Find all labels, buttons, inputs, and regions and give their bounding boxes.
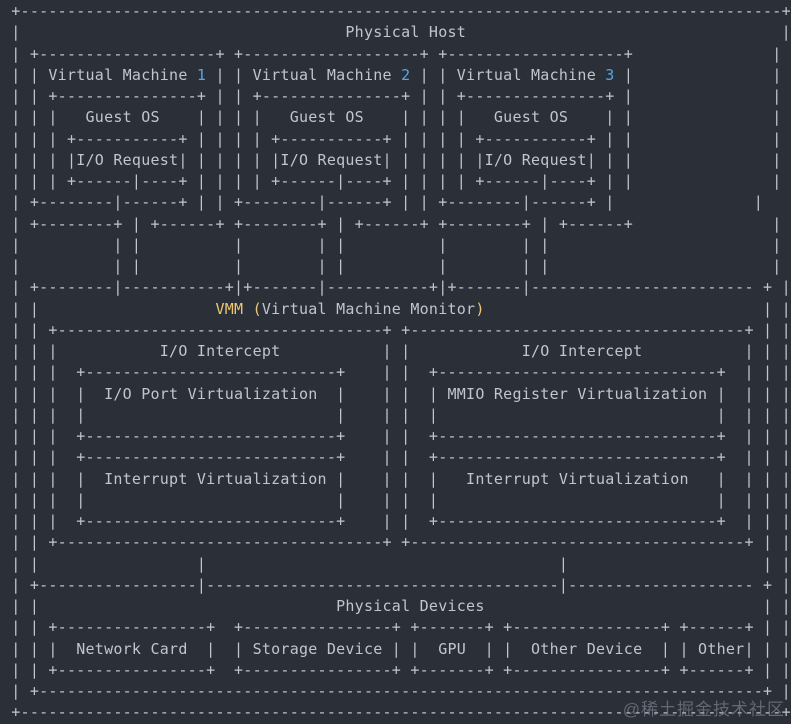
ascii-art-row: | | | | Interrupt Virtualization | | | |…: [2, 469, 791, 488]
ascii-art-row: | | | | | | | | | |: [2, 257, 782, 275]
ascii-art-row: | +--------|------+ | | +--------|------…: [2, 193, 764, 212]
ascii-art-row: | | | | | | | | | |: [2, 235, 782, 254]
ascii-art-row: | | | +---------------------------+ | | …: [2, 512, 791, 530]
highlight: ): [475, 299, 485, 318]
ascii-art-row: | Physical Host |: [2, 23, 791, 42]
ascii-art-row: +---------------------------------------…: [2, 703, 791, 722]
ascii-art-row: | | | Network Card | | Storage Device | …: [2, 639, 791, 658]
ascii-art-row: | | | | | |: [2, 554, 791, 573]
ascii-art-row: | | | +------|----+ | | | | +------|----…: [2, 172, 782, 190]
highlight: VMM (: [215, 299, 262, 318]
ascii-art-row: +---------------------------------------…: [2, 2, 791, 20]
ascii-art-row: | | +-----------------------------------…: [2, 320, 791, 339]
ascii-art-row: | +-------------------+ +---------------…: [2, 44, 782, 63]
watermark: @稀土掘金技术社区: [622, 700, 785, 719]
ascii-art-row: | | +----------------+ +----------------…: [2, 660, 791, 679]
ascii-art-row: | | Physical Devices | |: [2, 597, 791, 615]
ascii-art-row: | | | +-----------+ | | | | +-----------…: [2, 129, 782, 148]
ascii-art-row: | | | | | | | | | | | |: [2, 405, 791, 424]
ascii-art-row: | | +-----------------------------------…: [2, 533, 791, 552]
ascii-art-row: | +--------|-----------+|+-------|------…: [2, 278, 791, 297]
highlight: 3: [605, 65, 615, 84]
ascii-art-row: | | +---------------+ | | +-------------…: [2, 87, 782, 105]
ascii-art-row: | | +----------------+ +----------------…: [2, 618, 791, 637]
ascii-art-row: | | VMM (Virtual Machine Monitor) | |: [2, 299, 791, 318]
ascii-art-row: | | | +---------------------------+ | | …: [2, 363, 791, 382]
ascii-art-row: | | | +---------------------------+ | | …: [2, 427, 791, 445]
ascii-art-row: | | | Guest OS | | | | Guest OS | | | | …: [2, 108, 782, 127]
ascii-art-row: | | | |I/O Request| | | | | |I/O Request…: [2, 150, 782, 169]
ascii-art-row: | +--------+ | +------+ +--------+ | +--…: [2, 214, 782, 233]
ascii-art-row: | +-----------------|-------------------…: [2, 575, 791, 594]
highlight: 1: [196, 65, 207, 84]
ascii-art-row: | | | | | | | | | | | |: [2, 490, 791, 509]
ascii-art-row: | | | +---------------------------+ | | …: [2, 448, 791, 467]
ascii-art-row: | | | | I/O Port Virtualization | | | | …: [2, 384, 791, 403]
ascii-art-row: | | Virtual Machine 1 | | Virtual Machin…: [2, 65, 782, 84]
highlight: 2: [401, 65, 411, 84]
ascii-art-row: | | | I/O Intercept | | I/O Intercept | …: [2, 342, 791, 360]
ascii-art-row: | +-------------------------------------…: [2, 682, 791, 700]
